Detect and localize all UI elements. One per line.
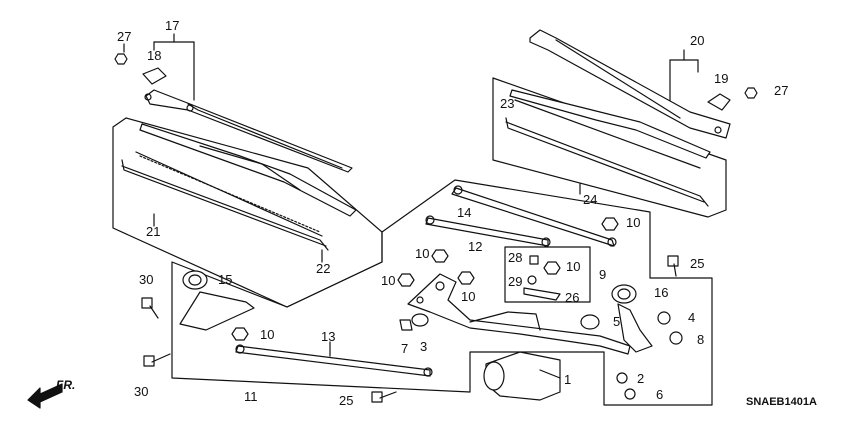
callout-22: 22: [316, 261, 331, 276]
wiper-arm-right: [529, 29, 731, 139]
callout-27-a: 27: [117, 29, 132, 44]
callout-30-a: 30: [139, 272, 154, 287]
callout-10-a: 10: [626, 215, 641, 230]
callout-28: 28: [508, 250, 523, 265]
callout-5: 5: [613, 314, 621, 329]
cap-19: [707, 93, 731, 111]
wiper-blade-left: [121, 123, 357, 251]
callout-9: 9: [599, 267, 607, 282]
group-outline-9: [504, 246, 591, 303]
callout-8: 8: [697, 332, 705, 347]
linkage-rod-12: [425, 215, 551, 247]
callout-25-a: 25: [339, 393, 354, 408]
bolt-25-right: [667, 255, 679, 277]
callout-10-b: 10: [415, 246, 430, 261]
callout-19: 19: [714, 71, 729, 86]
callout-27-b: 27: [774, 83, 789, 98]
nut-10-sub: [543, 261, 561, 275]
cap-6: [624, 388, 636, 400]
callout-3: 3: [420, 339, 428, 354]
callout-20: 20: [690, 33, 705, 48]
nut-10-left: [397, 273, 415, 287]
callout-17: 17: [165, 18, 180, 33]
wiper-arm-left: [144, 89, 353, 173]
callout-10-e: 10: [566, 259, 581, 274]
nut-10-top-right: [601, 217, 619, 231]
linkage-rod-14: [451, 185, 617, 247]
callout-4: 4: [688, 310, 696, 325]
pivot-15: [179, 270, 255, 331]
washer-29: [527, 275, 537, 285]
callout-26: 26: [565, 290, 580, 305]
callout-7: 7: [401, 341, 409, 356]
bolt-25-bottom: [371, 391, 397, 403]
group-outline-linkage: [171, 179, 713, 406]
linkage-rod-13: [235, 344, 433, 377]
bushing-3: [411, 313, 429, 327]
bushing-5: [580, 314, 600, 330]
callout-10-c: 10: [381, 273, 396, 288]
bolt-30-bottom: [143, 353, 171, 367]
wiper-blade-right: [505, 89, 711, 207]
nut-10-mid: [431, 249, 449, 263]
callout-29: 29: [508, 274, 523, 289]
callout-18: 18: [147, 48, 162, 63]
bolt-28: [529, 255, 539, 265]
bracket-26: [523, 287, 561, 301]
reference-code: SNAEB1401A: [746, 396, 817, 408]
pivot-16: [611, 284, 653, 353]
callout-16: 16: [654, 285, 669, 300]
front-direction-arrow: [27, 383, 63, 409]
callout-10-d: 10: [461, 289, 476, 304]
callout-12: 12: [468, 239, 483, 254]
callout-15: 15: [218, 272, 233, 287]
cap-18: [142, 67, 167, 85]
callout-23: 23: [500, 96, 515, 111]
nut-27-left: [114, 53, 128, 65]
bolt-30-top: [141, 297, 159, 319]
callout-14: 14: [457, 205, 472, 220]
callout-25-b: 25: [690, 256, 705, 271]
grommet-4: [657, 311, 671, 325]
nut-27-right: [744, 87, 758, 99]
callout-11: 11: [244, 389, 258, 404]
callout-13: 13: [321, 329, 336, 344]
clip-7: [399, 319, 413, 331]
callout-1: 1: [564, 372, 572, 387]
callout-24: 24: [583, 192, 598, 207]
grommet-8: [669, 331, 683, 345]
callout-2: 2: [637, 371, 645, 386]
nut-10-lower-left: [231, 327, 249, 341]
callout-10-f: 10: [260, 327, 275, 342]
direction-label: FR.: [56, 378, 76, 392]
wiper-motor: [483, 351, 561, 401]
callout-6: 6: [656, 387, 664, 402]
callout-30-b: 30: [134, 384, 149, 399]
cap-2: [616, 372, 628, 384]
callout-21: 21: [146, 224, 161, 239]
nut-10-center: [457, 271, 475, 285]
